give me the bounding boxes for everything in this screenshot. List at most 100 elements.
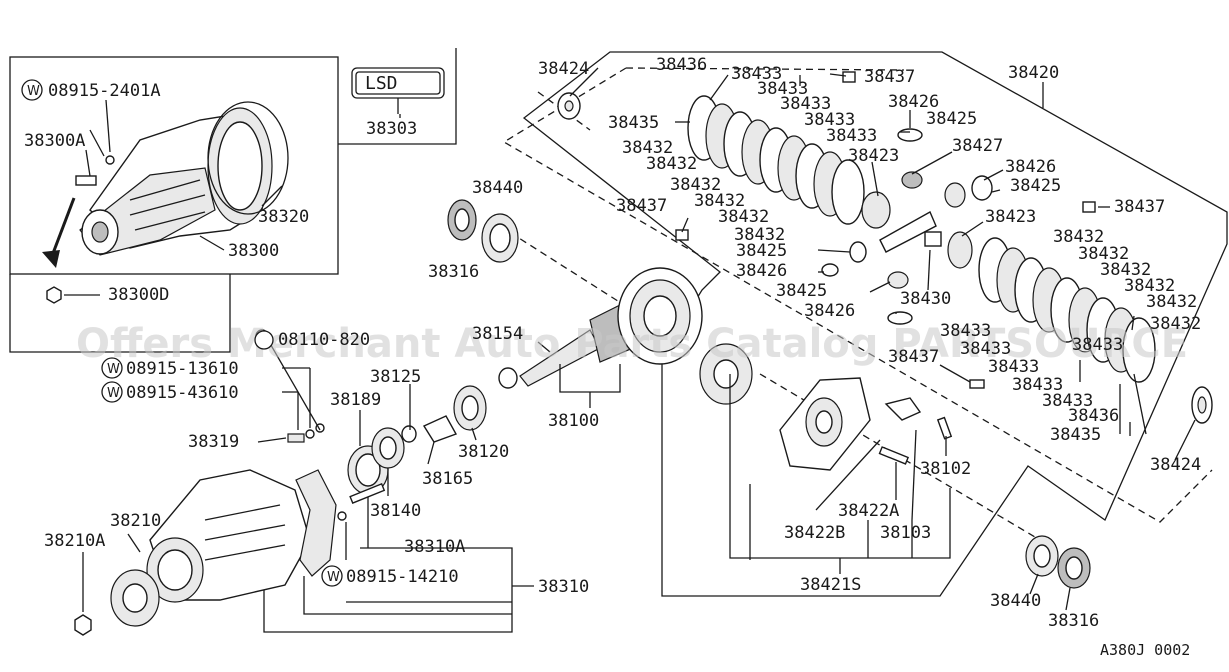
label-08915-14210: 08915-14210 bbox=[346, 567, 459, 587]
label-38432-8: 38432 bbox=[1078, 244, 1129, 264]
label-38433-5: 38433 bbox=[826, 126, 877, 146]
label-38210: 38210 bbox=[110, 511, 161, 531]
rear-cover-38210 bbox=[74, 469, 311, 636]
label-38165: 38165 bbox=[422, 469, 473, 489]
label-38103: 38103 bbox=[880, 523, 931, 543]
label-38423-2: 38423 bbox=[985, 207, 1036, 227]
clutch-pack-lower bbox=[978, 237, 1156, 383]
label-38319: 38319 bbox=[188, 432, 239, 452]
label-38433-10: 38433 bbox=[1042, 391, 1093, 411]
differential-case bbox=[699, 343, 953, 471]
label-38433-2: 38433 bbox=[757, 79, 808, 99]
label-08915-13610: 08915-13610 bbox=[126, 359, 239, 379]
label-38427: 38427 bbox=[952, 136, 1003, 156]
label-38421S: 38421S bbox=[800, 575, 861, 595]
washer-mark-1: W bbox=[27, 84, 40, 99]
bracket-38310 bbox=[295, 469, 386, 577]
label-38300A: 38300A bbox=[24, 131, 85, 151]
label-38300D: 38300D bbox=[108, 285, 169, 305]
label-38432-4: 38432 bbox=[694, 191, 745, 211]
lsd-badge bbox=[351, 67, 445, 114]
label-38300: 38300 bbox=[228, 241, 279, 261]
label-38423-1: 38423 bbox=[848, 146, 899, 166]
label-38432-1: 38432 bbox=[622, 138, 673, 158]
washer-marks: W W W W bbox=[21, 79, 343, 587]
label-38436-bottom: 38436 bbox=[1068, 406, 1119, 426]
label-38425-3: 38425 bbox=[736, 241, 787, 261]
label-38433-3: 38433 bbox=[780, 94, 831, 114]
label-38432-7: 38432 bbox=[1053, 227, 1104, 247]
label-38433-8: 38433 bbox=[988, 357, 1039, 377]
label-38310A: 38310A bbox=[404, 537, 465, 557]
label-38440-top: 38440 bbox=[472, 178, 523, 198]
bearing-38440-top bbox=[447, 199, 519, 263]
label-38437-low: 38437 bbox=[888, 347, 939, 367]
label-38437-top: 38437 bbox=[864, 67, 915, 87]
gasket-38320 bbox=[207, 101, 289, 215]
label-38424-bottom: 38424 bbox=[1150, 455, 1201, 475]
nut-38300D bbox=[46, 286, 62, 304]
label-38433-1: 38433 bbox=[731, 64, 782, 84]
label-38433-6: 38433 bbox=[940, 321, 991, 341]
label-38102: 38102 bbox=[920, 459, 971, 479]
label-38426-3: 38426 bbox=[736, 261, 787, 281]
ring-gear bbox=[617, 267, 703, 365]
label-38440-bottom: 38440 bbox=[990, 591, 1041, 611]
diagram-code: A380J 0002 bbox=[1100, 641, 1190, 659]
label-38422A: 38422A bbox=[838, 501, 899, 521]
label-38432-9: 38432 bbox=[1100, 260, 1151, 280]
clutch-pack-upper bbox=[687, 95, 865, 225]
label-38210A: 38210A bbox=[44, 531, 105, 551]
label-38432-10: 38432 bbox=[1124, 276, 1175, 296]
label-38433-7: 38433 bbox=[960, 339, 1011, 359]
label-08110-820: 08110-820 bbox=[278, 330, 370, 350]
label-38432-11: 38432 bbox=[1146, 292, 1197, 312]
label-08915-2401A: 08915-2401A bbox=[48, 81, 161, 101]
label-38425-4: 38425 bbox=[776, 281, 827, 301]
label-38426-1: 38426 bbox=[888, 92, 939, 112]
lsd-text: LSD bbox=[365, 73, 398, 94]
washer-mark-3: W bbox=[107, 386, 120, 401]
label-38154: 38154 bbox=[472, 324, 523, 344]
carrier-housing-box bbox=[9, 48, 457, 353]
label-38189: 38189 bbox=[330, 390, 381, 410]
label-38433-9: 38433 bbox=[1012, 375, 1063, 395]
label-38432-3: 38432 bbox=[670, 175, 721, 195]
differential-gears bbox=[821, 128, 993, 325]
label-38426-4: 38426 bbox=[804, 301, 855, 321]
label-38432-12: 38432 bbox=[1150, 314, 1201, 334]
bearing-38440-bottom bbox=[1025, 535, 1091, 589]
label-38120: 38120 bbox=[458, 442, 509, 462]
label-38100: 38100 bbox=[548, 411, 599, 431]
label-38426-2: 38426 bbox=[1005, 157, 1056, 177]
part-labels: 38424 38436 38433 38433 38433 38433 3843… bbox=[24, 55, 1201, 659]
label-38433-4: 38433 bbox=[804, 110, 855, 130]
label-38432-6: 38432 bbox=[734, 225, 785, 245]
label-38425-1: 38425 bbox=[926, 109, 977, 129]
label-38435-bottom: 38435 bbox=[1050, 425, 1101, 445]
small-parts bbox=[557, 71, 1213, 424]
label-38422B: 38422B bbox=[784, 523, 845, 543]
label-38310: 38310 bbox=[538, 577, 589, 597]
label-38140: 38140 bbox=[370, 501, 421, 521]
washer-mark-2: W bbox=[107, 362, 120, 377]
label-38316-top: 38316 bbox=[428, 262, 479, 282]
label-38424-top: 38424 bbox=[538, 59, 589, 79]
arrow-down-icon bbox=[42, 197, 76, 268]
washer-mark-4: W bbox=[327, 570, 340, 585]
differential-carrier-38300 bbox=[75, 107, 273, 256]
label-38125: 38125 bbox=[370, 367, 421, 387]
label-38433-11: 38433 bbox=[1072, 335, 1123, 355]
label-38303: 38303 bbox=[366, 119, 417, 139]
label-08915-43610: 08915-43610 bbox=[126, 383, 239, 403]
label-38320: 38320 bbox=[258, 207, 309, 227]
label-38425-2: 38425 bbox=[1010, 176, 1061, 196]
label-38436-top: 38436 bbox=[656, 55, 707, 75]
label-38316-bottom: 38316 bbox=[1048, 611, 1099, 631]
label-38420: 38420 bbox=[1008, 63, 1059, 83]
label-38437-right: 38437 bbox=[1114, 197, 1165, 217]
leader-lines bbox=[64, 67, 1196, 633]
label-38432-5: 38432 bbox=[718, 207, 769, 227]
